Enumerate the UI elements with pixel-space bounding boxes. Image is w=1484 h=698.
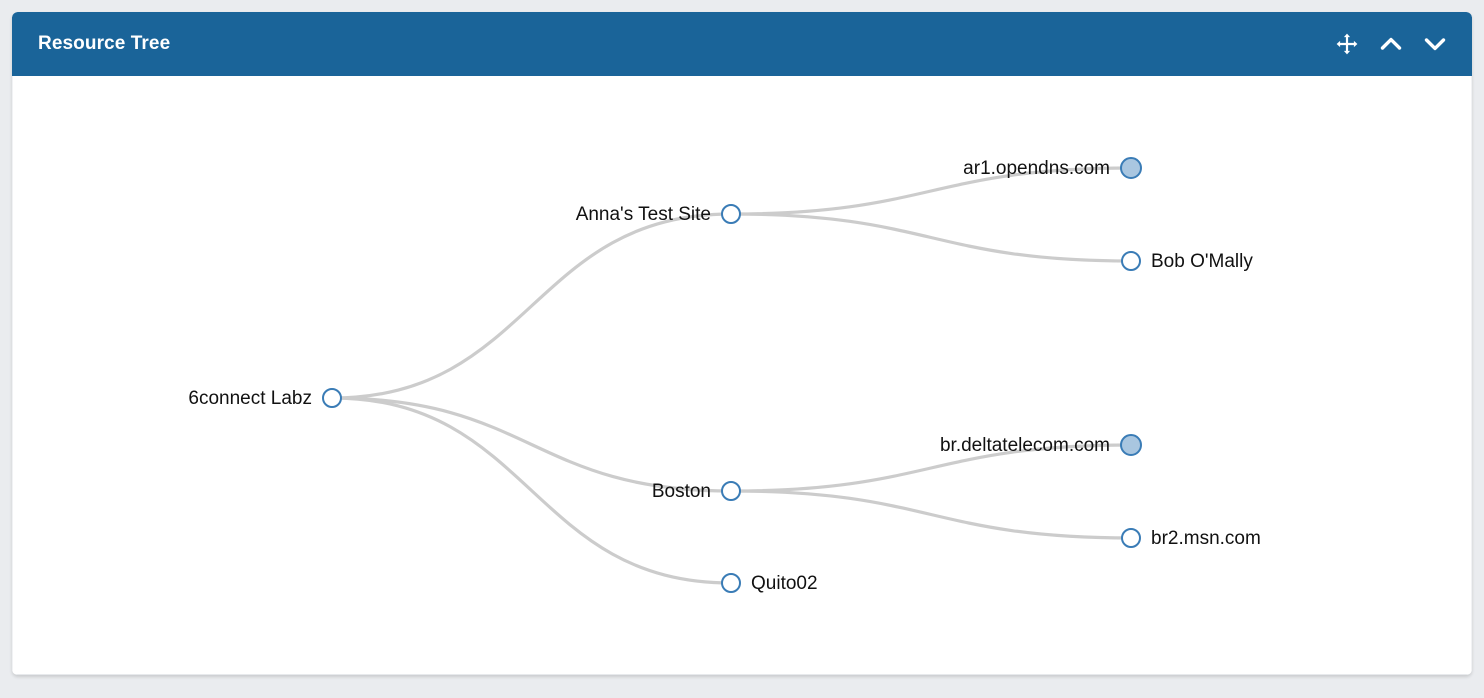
- resource-tree-panel: Resource Tree: [12, 12, 1472, 675]
- tree-nodes-layer: 6connect Labz Anna's Test SiteBostonQuito…: [188, 157, 1261, 594]
- node-label: ar1.opendns.com: [963, 158, 1110, 179]
- chevron-up-icon[interactable]: [1378, 31, 1404, 57]
- node-circle-expanded[interactable]: [721, 573, 741, 593]
- node-label: Bob O'Mally: [1151, 251, 1253, 272]
- node-label: 6connect Labz: [188, 388, 312, 409]
- tree-node[interactable]: 6connect Labz: [188, 388, 342, 409]
- node-circle-expanded[interactable]: [1121, 251, 1141, 271]
- tree-link: [729, 489, 1133, 540]
- tree-node[interactable]: br.deltatelecom.com: [940, 434, 1142, 456]
- tree-link: [729, 212, 1133, 263]
- tree-link: [330, 212, 733, 400]
- tree-node[interactable]: Quito02: [721, 573, 818, 594]
- node-circle-expanded[interactable]: [322, 388, 342, 408]
- tree-link: [729, 166, 1133, 216]
- header-tools: [1334, 31, 1448, 57]
- tree-node[interactable]: Boston: [652, 481, 741, 502]
- node-label: Anna's Test Site: [576, 204, 711, 225]
- tree-node[interactable]: br2.msn.com: [1121, 528, 1261, 549]
- tree-links-layer: [330, 166, 1133, 585]
- tree-node[interactable]: ar1.opendns.com: [963, 157, 1142, 179]
- chevron-down-icon[interactable]: [1422, 31, 1448, 57]
- node-circle-collapsed[interactable]: [1120, 157, 1142, 179]
- move-icon[interactable]: [1334, 31, 1360, 57]
- node-label: Quito02: [751, 573, 818, 594]
- tree-node[interactable]: Anna's Test Site: [576, 204, 741, 225]
- page-title: Resource Tree: [38, 33, 171, 54]
- node-label: Boston: [652, 481, 711, 502]
- panel-header: Resource Tree: [12, 12, 1472, 76]
- node-circle-expanded[interactable]: [721, 481, 741, 501]
- node-label: br2.msn.com: [1151, 528, 1261, 549]
- tree-link: [330, 396, 733, 585]
- tree-node[interactable]: Bob O'Mally: [1121, 251, 1253, 272]
- tree-link: [729, 443, 1133, 493]
- resource-tree-graph[interactable]: 6connect Labz Anna's Test SiteBostonQuito…: [13, 76, 1471, 674]
- node-circle-expanded[interactable]: [1121, 528, 1141, 548]
- node-circle-collapsed[interactable]: [1120, 434, 1142, 456]
- node-circle-expanded[interactable]: [721, 204, 741, 224]
- tree-link: [330, 396, 733, 493]
- node-label: br.deltatelecom.com: [940, 435, 1110, 456]
